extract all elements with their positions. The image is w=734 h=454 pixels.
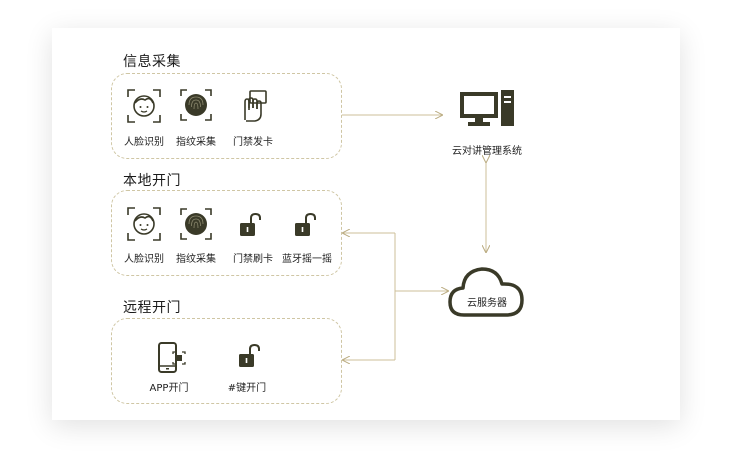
local-item-face: 人脸识别 bbox=[124, 254, 164, 265]
local-item-fingerprint: 指纹采集 bbox=[176, 254, 216, 265]
remote-item-app: APP开门 bbox=[149, 383, 189, 394]
cloud-server-label: 云服务器 bbox=[467, 298, 507, 309]
unlock-icon bbox=[293, 212, 319, 242]
local-item-card-swipe: 门禁刷卡 bbox=[233, 254, 273, 265]
phone-icon bbox=[158, 342, 188, 378]
section-title-remote-open: 远程开门 bbox=[123, 300, 181, 316]
management-system-label: 云对讲管理系统 bbox=[452, 146, 522, 157]
cloud-icon bbox=[446, 259, 526, 325]
info-item-face: 人脸识别 bbox=[124, 137, 164, 148]
card-issue-icon bbox=[236, 88, 270, 128]
local-item-bluetooth: 蓝牙摇一摇 bbox=[282, 254, 332, 265]
face-icon bbox=[126, 88, 162, 128]
face-icon bbox=[126, 206, 162, 246]
remote-item-hash-key: #键开门 bbox=[227, 383, 267, 394]
section-title-info-collect: 信息采集 bbox=[123, 54, 181, 70]
group-remote-open bbox=[111, 318, 342, 404]
unlock-icon bbox=[237, 343, 263, 373]
fingerprint-icon bbox=[179, 88, 213, 126]
section-title-local-open: 本地开门 bbox=[123, 173, 181, 189]
info-item-fingerprint: 指纹采集 bbox=[176, 137, 216, 148]
computer-icon bbox=[458, 88, 516, 134]
fingerprint-icon bbox=[179, 207, 213, 245]
diagram-card bbox=[52, 28, 680, 420]
group-info-collect bbox=[111, 73, 342, 159]
unlock-icon bbox=[238, 212, 264, 242]
group-local-open bbox=[111, 190, 342, 276]
info-item-card: 门禁发卡 bbox=[233, 137, 273, 148]
